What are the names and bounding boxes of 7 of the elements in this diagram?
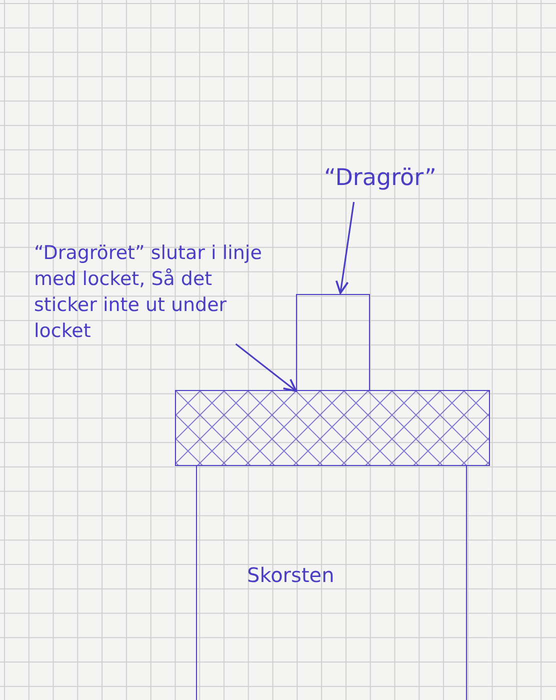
chimney-outline xyxy=(196,465,467,700)
arrow xyxy=(335,202,355,294)
pipe-label: “Dragrör” xyxy=(324,162,448,194)
hatched-lid xyxy=(175,390,490,466)
note-text: “Dragröret” slutar i linje med locket, Så det sticker inte ut under locket xyxy=(34,240,266,344)
chimney-label: Skorsten xyxy=(247,563,334,587)
arrow xyxy=(235,343,297,392)
